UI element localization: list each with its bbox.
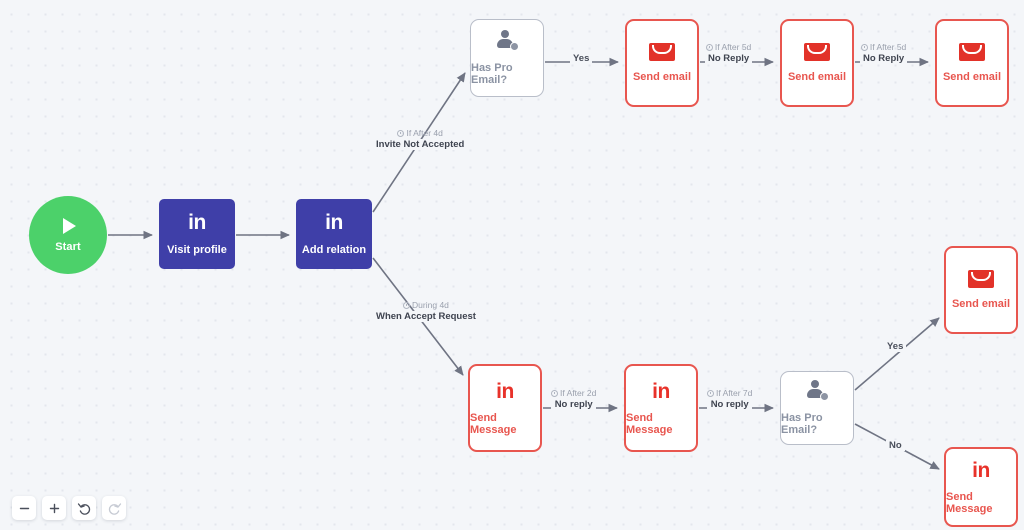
node-send-email-4[interactable]: Send email <box>944 246 1018 334</box>
edge-label-no-reply-4: If After 7d No reply <box>707 388 753 410</box>
linkedin-icon: in <box>652 379 670 403</box>
redo-icon <box>108 502 121 515</box>
linkedin-icon: in <box>496 379 514 403</box>
edge-label-text: No reply <box>707 399 753 410</box>
undo-icon <box>77 502 90 515</box>
node-visit-profile[interactable]: in Visit profile <box>159 199 235 269</box>
envelope-icon <box>959 43 985 61</box>
node-add-relation-label: Add relation <box>301 244 367 256</box>
clock-icon <box>707 390 714 397</box>
node-send-email-2-label: Send email <box>787 71 847 83</box>
edge-label-invite-not-accepted: If After 4d Invite Not Accepted <box>373 128 468 150</box>
node-send-email-1-label: Send email <box>632 71 692 83</box>
minus-icon <box>19 507 29 509</box>
edge-condition: If After 2d <box>551 388 596 398</box>
node-send-message-3-label: Send Message <box>946 490 993 515</box>
node-send-email-1[interactable]: Send email <box>625 19 699 107</box>
edge-condition: If After 4d <box>373 128 467 138</box>
edge-label-yes-bottom: Yes <box>884 341 907 352</box>
node-has-pro-email-top[interactable]: Has Pro Email? <box>470 19 544 97</box>
edge-label-text: No reply <box>551 399 597 410</box>
edge-label-text: Invite Not Accepted <box>373 139 468 150</box>
edge-condition: If After 7d <box>707 388 752 398</box>
envelope-icon <box>804 43 830 61</box>
canvas-toolbar <box>12 496 126 520</box>
node-visit-profile-label: Visit profile <box>167 244 227 256</box>
edge-label-when-accept-request: During 4d When Accept Request <box>373 300 479 322</box>
person-badge-icon <box>806 380 829 401</box>
clock-icon <box>397 130 405 137</box>
node-start-label: Start <box>55 240 81 253</box>
plus-icon <box>49 503 59 513</box>
edge-pro2-to-msg3 <box>854 423 940 470</box>
linkedin-icon: in <box>972 458 990 482</box>
edge-label-no-reply-1: If After 5d No Reply <box>705 42 753 64</box>
zoom-out-button[interactable] <box>12 496 36 520</box>
zoom-in-button[interactable] <box>42 496 66 520</box>
edge-label-yes-top: Yes <box>570 53 593 64</box>
node-send-email-4-label: Send email <box>951 298 1011 310</box>
edge-label-no-reply-2: If After 5d No Reply <box>860 42 908 64</box>
undo-button[interactable] <box>72 496 96 520</box>
edge-label-text: No <box>886 440 905 451</box>
node-send-message-1[interactable]: in Send Message <box>468 364 542 452</box>
edge-label-text: When Accept Request <box>373 311 479 322</box>
node-send-email-3-label: Send email <box>942 71 1002 83</box>
clock-icon <box>551 390 558 397</box>
clock-icon <box>705 44 713 51</box>
node-send-message-3[interactable]: in Send Message <box>944 447 1018 527</box>
edge-addrel-to-pro1 <box>372 72 466 213</box>
linkedin-icon: in <box>325 211 343 234</box>
edge-label-text: No Reply <box>705 53 753 64</box>
edge-label-no-bottom: No <box>886 440 905 451</box>
edge-condition: If After 5d <box>705 42 752 52</box>
edge-label-text: No Reply <box>860 53 908 64</box>
person-badge-icon <box>496 30 519 51</box>
clock-icon <box>403 302 411 309</box>
edge-addrel-to-msg1 <box>372 257 464 376</box>
node-send-email-3[interactable]: Send email <box>935 19 1009 107</box>
node-send-email-2[interactable]: Send email <box>780 19 854 107</box>
node-has-pro-email-bottom[interactable]: Has Pro Email? <box>780 371 854 445</box>
node-start[interactable]: Start <box>29 196 107 274</box>
edge-label-text: Yes <box>884 341 907 352</box>
edge-condition: If After 5d <box>860 42 907 52</box>
node-send-message-2[interactable]: in Send Message <box>624 364 698 452</box>
node-has-pro-email-bottom-label: Has Pro Email? <box>781 412 823 436</box>
node-has-pro-email-top-label: Has Pro Email? <box>471 62 513 86</box>
envelope-icon <box>649 43 675 61</box>
node-send-message-2-label: Send Message <box>626 411 673 436</box>
clock-icon <box>860 44 868 51</box>
node-add-relation[interactable]: in Add relation <box>296 199 372 269</box>
linkedin-icon: in <box>188 211 206 234</box>
redo-button[interactable] <box>102 496 126 520</box>
edge-label-text: Yes <box>570 53 593 64</box>
edge-pro2-to-email4 <box>854 317 940 391</box>
edge-condition: During 4d <box>373 300 479 310</box>
play-icon <box>63 217 76 234</box>
edge-label-no-reply-3: If After 2d No reply <box>551 388 597 410</box>
node-send-message-1-label: Send Message <box>470 411 517 436</box>
envelope-icon <box>968 270 994 288</box>
